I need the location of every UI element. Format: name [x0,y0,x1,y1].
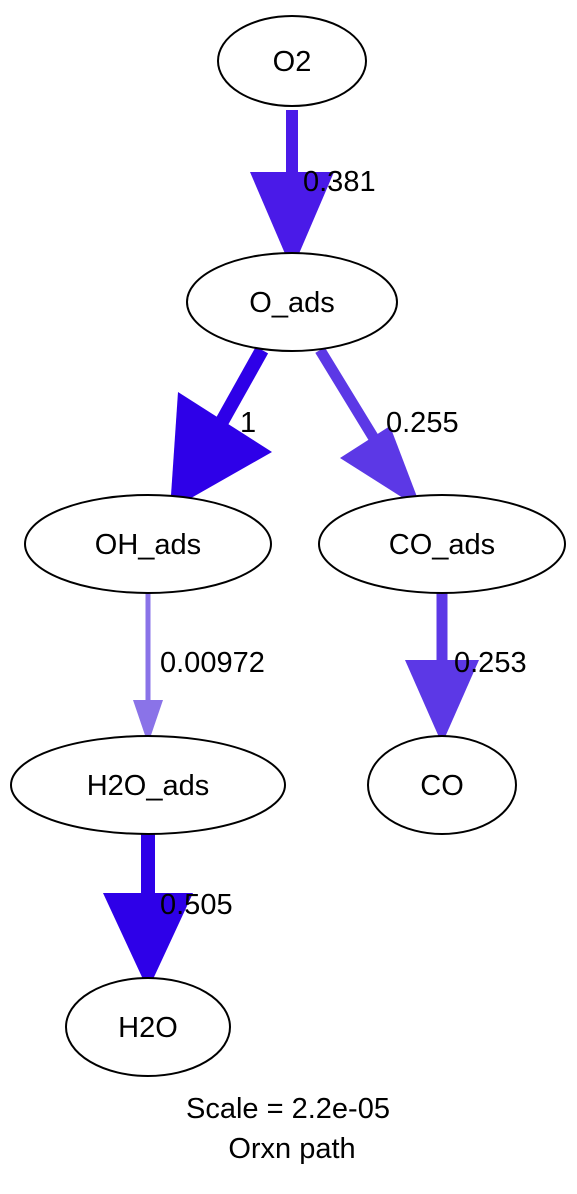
node-label: CO_ads [389,529,495,561]
node-ellipse [318,494,566,594]
edge-arrowhead [103,893,193,990]
node-ellipse [10,735,286,835]
node-ellipse [217,15,367,107]
node-oh-ads: OH_ads [24,494,272,594]
node-h2o-ads: H2O_ads [10,735,286,835]
node-h2o: H2O [65,977,231,1077]
edge-arrowhead [340,426,422,510]
diagram-caption-title: Orxn path [228,1133,355,1165]
edge-label: 0.255 [386,407,459,439]
edge-o-ads-to-co-ads: 0.255 [315,347,459,510]
node-ellipse [24,494,272,594]
edge-arrowhead [250,172,334,270]
node-label: OH_ads [95,529,201,561]
node-ellipse [186,252,398,352]
node-ellipse [65,977,231,1077]
scale-caption: Scale = 2.2e-05 [186,1093,390,1125]
edge-label: 0.505 [160,889,233,921]
edge-o-ads-to-oh-ads: 1 [170,346,272,510]
edge-label: 0.253 [454,647,527,679]
edge-o2-to-o-ads: 0.381 [250,110,376,270]
edge-oh-ads-to-h2o-ads: 0.00972 [133,592,265,744]
edge-line [213,346,269,429]
node-ellipse [367,735,517,835]
node-co-ads: CO_ads [318,494,566,594]
edge-label: 0.381 [303,166,376,198]
edge-arrowhead [133,700,163,744]
node-o2: O2 [217,15,367,107]
node-co: CO [367,735,517,835]
edge-h2o-ads-to-h2o: 0.505 [103,834,233,990]
edge-line [315,347,383,448]
node-label: O_ads [249,287,334,319]
edge-co-ads-to-co: 0.253 [405,592,527,744]
node-label: H2O [118,1012,178,1044]
node-label: H2O_ads [87,770,210,802]
node-label: O2 [273,46,312,78]
edge-arrowhead [170,392,272,510]
edge-arrowhead [405,660,479,744]
edge-label: 1 [240,407,256,439]
node-label: CO [420,770,464,802]
node-o-ads: O_ads [186,252,398,352]
edge-label: 0.00972 [160,647,265,679]
